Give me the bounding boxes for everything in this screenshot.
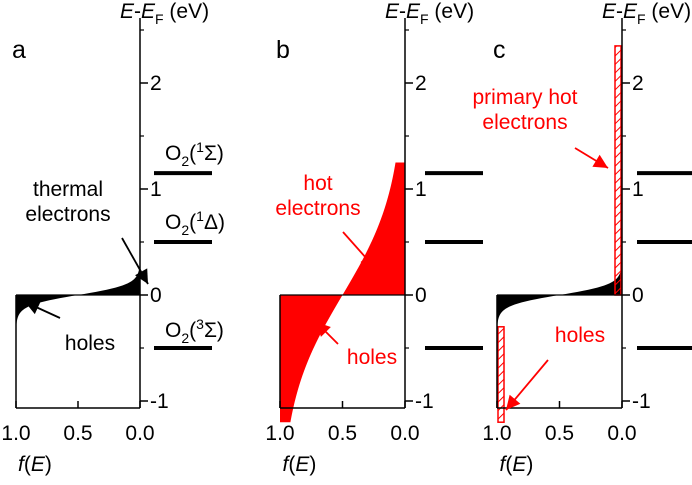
panel-c: 1.0 0.5 0.0 2 1 0 -1 c E-EF (eV) f(E) [482, 0, 692, 476]
primary-electron-band [614, 45, 622, 296]
annotation-label: electrons [275, 197, 360, 220]
panel-letter: c [493, 36, 506, 64]
panel-letter: a [12, 36, 26, 64]
annotation-arrowhead [506, 394, 521, 410]
x-tick-label: 0.0 [125, 422, 154, 445]
y-tick-label: 1 [150, 178, 162, 201]
x-axis-title: f(E) [283, 453, 317, 476]
annotation-label: electrons [482, 111, 567, 134]
molecular-level-label: O2(1Δ) [165, 208, 225, 238]
primary-hole-band [497, 326, 505, 423]
x-tick-label: 0.5 [63, 422, 92, 445]
annotation-label: holes [347, 346, 397, 369]
y-axis-title: E-EF (eV) [602, 0, 691, 27]
annotation-label: hot [303, 172, 332, 195]
electron-distribution [559, 231, 622, 295]
panel-a: 1.0 0.5 0.0 2 1 0 -1 a E-EF (eV) f(E) [1, 0, 212, 476]
annotation-arrowhead [360, 252, 375, 268]
panel-b: 1.0 0.5 0.0 2 1 0 -1 b E-EF (eV) f(E) [265, 0, 483, 476]
y-tick-label: -1 [415, 390, 434, 413]
hole-distribution [16, 295, 78, 359]
molecular-level-label: O2(1Σ) [165, 139, 224, 169]
molecular-level-label: O2(3Σ) [165, 316, 224, 346]
annotation-arrowhead [316, 322, 331, 337]
annotation-arrowhead [592, 154, 608, 168]
annotation-label: primary hot [472, 86, 577, 109]
y-axis-title: E-EF (eV) [385, 0, 474, 27]
electron-distribution [78, 231, 140, 295]
y-tick-label: 2 [415, 72, 427, 95]
panel-letter: b [276, 36, 290, 64]
x-axis-title: f(E) [500, 453, 534, 476]
x-tick-label: 0.5 [545, 422, 574, 445]
y-tick-label: 2 [632, 72, 644, 95]
x-tick-label: 0.0 [607, 422, 636, 445]
hole-distribution [497, 295, 560, 359]
y-tick-label: 1 [415, 178, 427, 201]
y-tick-label: -1 [632, 390, 651, 413]
x-axis-title: f(E) [18, 453, 52, 476]
annotation-arrowhead [25, 301, 41, 315]
annotation-label: holes [555, 324, 605, 347]
y-axis-title: E-EF (eV) [120, 0, 209, 27]
hole-distribution [280, 295, 343, 423]
y-tick-label: 0 [632, 284, 644, 307]
x-tick-label: 1.0 [1, 422, 30, 445]
x-tick-label: 1.0 [482, 422, 511, 445]
annotation-label: thermal [33, 178, 103, 201]
x-tick-label: 0.5 [328, 422, 357, 445]
y-tick-label: 0 [415, 284, 427, 307]
y-tick-label: 1 [632, 178, 644, 201]
electron-distribution [342, 162, 405, 295]
y-tick-label: 2 [150, 72, 162, 95]
x-tick-label: 1.0 [265, 422, 294, 445]
annotation-label: electrons [25, 203, 110, 226]
y-tick-label: 0 [150, 284, 162, 307]
x-tick-label: 0.0 [390, 422, 419, 445]
annotation-label: holes [65, 332, 115, 355]
y-tick-label: -1 [150, 390, 169, 413]
annotation-arrowhead [135, 268, 148, 284]
